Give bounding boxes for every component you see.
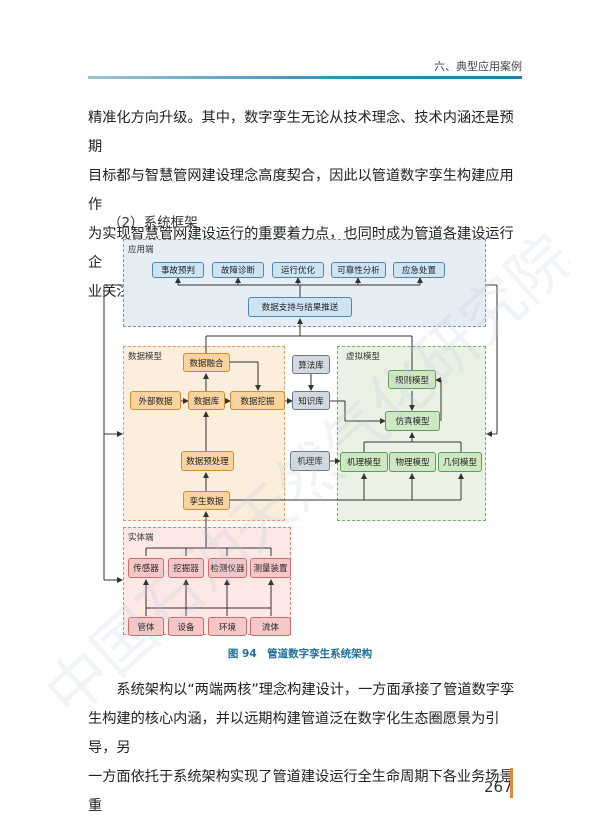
app-node-fault-diagnosis: 故障诊断	[212, 262, 264, 278]
algorithm-library-node: 算法库	[292, 355, 330, 374]
page-number-accent-bar	[510, 768, 513, 798]
knowledge-base-node: 知识库	[292, 391, 330, 410]
entity-node-measuring-device: 测量装置	[250, 558, 291, 578]
entity-node-sensor: 传感器	[128, 558, 164, 578]
mechanism-model-node: 机理模型	[340, 452, 388, 472]
running-header: 六、典型应用案例	[434, 60, 522, 73]
app-node-emergency-response: 应急处置	[393, 262, 445, 278]
app-node-accident-prediction: 事故预判	[152, 262, 204, 278]
app-node-reliability-analysis: 可靠性分析	[331, 262, 386, 278]
virtual-model-region-label: 虚拟模型	[346, 352, 381, 362]
entity-node-environment: 环境	[208, 617, 247, 636]
rule-model-node: 规则模型	[388, 370, 436, 389]
data-model-region-label: 数据模型	[128, 352, 163, 362]
entity-node-equipment: 设备	[168, 617, 204, 636]
section-heading: （2）系统框架	[108, 215, 198, 231]
header-rule	[88, 76, 522, 79]
physical-model-node: 物理模型	[389, 452, 436, 472]
twin-data-node: 孪生数据	[183, 491, 230, 510]
body-paragraph-2: 系统架构以“两端两核”理念构建设计，一方面承接了管道数字孪 生构建的核心内涵，并…	[88, 682, 515, 814]
geometry-model-node: 几何模型	[438, 452, 482, 472]
mechanism-library-node: 机理库	[290, 451, 330, 471]
page-number: 267	[484, 778, 513, 796]
data-preprocess-node: 数据预处理	[181, 451, 234, 471]
entity-region-label: 实体端	[128, 533, 154, 543]
figure-caption: 图 94 管道数字孪生系统架构	[227, 648, 373, 660]
data-support-push-node: 数据支持与结果推送	[248, 297, 352, 317]
entity-node-excavator: 挖掘器	[168, 558, 204, 578]
entity-node-fluid: 流体	[250, 617, 291, 636]
entity-node-inspection-instrument: 检测仪器	[208, 558, 247, 578]
app-node-operation-optimization: 运行优化	[272, 262, 324, 278]
data-fusion-node: 数据融合	[183, 353, 230, 372]
data-mining-node: 数据挖掘	[230, 391, 285, 410]
external-data-node: 外部数据	[130, 391, 181, 410]
database-node: 数据库	[188, 391, 225, 410]
entity-node-pipe-body: 管体	[128, 617, 164, 636]
application-region-label: 应用端	[128, 245, 154, 255]
simulation-model-node: 仿真模型	[385, 411, 440, 431]
